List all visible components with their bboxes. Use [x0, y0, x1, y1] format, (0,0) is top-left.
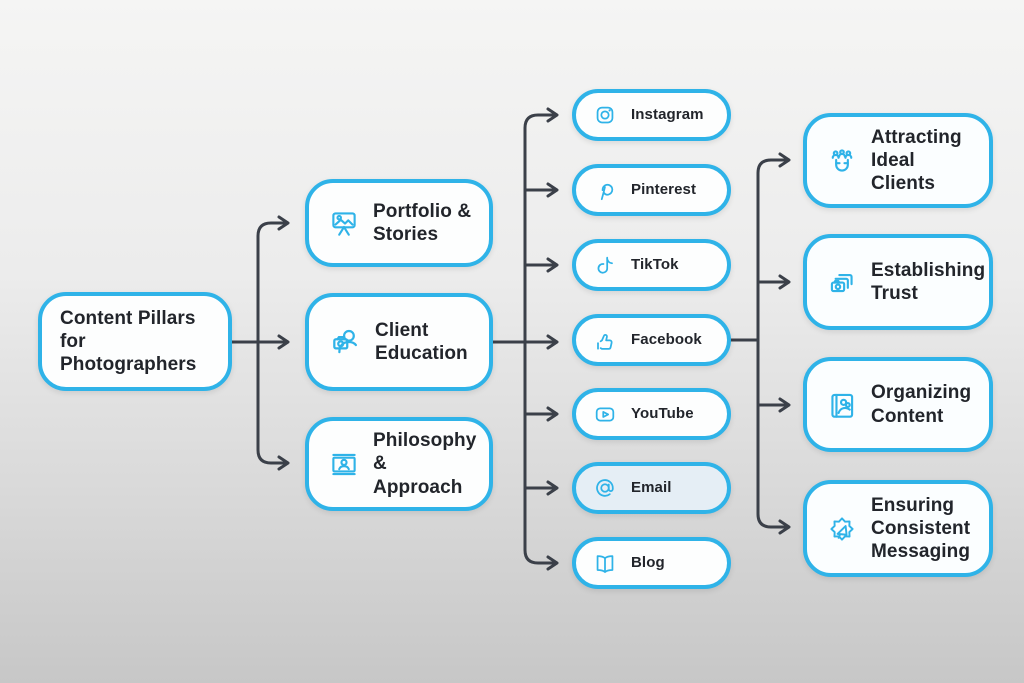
photographer-person-icon — [327, 324, 363, 360]
node-label: Organizing Content — [871, 382, 972, 427]
megaphone-badge-icon — [825, 512, 859, 546]
edge-to-instagram — [523, 107, 559, 344]
node-label: Pinterest — [631, 180, 697, 198]
youtube-play-icon — [591, 400, 619, 428]
node-establishing-trust: Establishing Trust — [803, 234, 993, 330]
node-label: Email — [631, 478, 672, 496]
node-philosophy-approach: Philosophy & Approach — [305, 417, 493, 511]
stacked-cameras-icon — [825, 265, 859, 299]
node-label: Ensuring Consistent Messaging — [871, 494, 971, 563]
edge-root-philosophy — [256, 340, 290, 471]
node-label: TikTok — [631, 255, 679, 273]
node-label: Facebook — [631, 330, 702, 348]
node-pinterest: Pinterest — [572, 164, 731, 216]
node-content-pillars: Content Pillars for Photographers — [38, 292, 232, 391]
node-label: Client Education — [375, 319, 468, 364]
node-ensuring-consistent-messaging: Ensuring Consistent Messaging — [803, 480, 993, 577]
node-blog: Blog — [572, 537, 731, 589]
node-attracting-ideal-clients: Attracting Ideal Clients — [803, 113, 993, 208]
node-instagram: Instagram — [572, 89, 731, 141]
node-label: Philosophy & Approach — [373, 430, 477, 498]
edge-root-portfolio — [256, 215, 290, 344]
node-portfolio-stories: Portfolio & Stories — [305, 179, 493, 267]
node-label: YouTube — [631, 404, 694, 422]
id-card-icon — [327, 447, 361, 481]
thumbs-up-icon — [591, 326, 619, 354]
at-sign-icon — [591, 474, 619, 502]
node-youtube: YouTube — [572, 388, 731, 440]
node-label: Attracting Ideal Clients — [871, 126, 962, 195]
tiktok-icon — [591, 251, 619, 279]
node-label: Blog — [631, 553, 665, 571]
edge-to-blog — [523, 340, 559, 571]
node-label: Portfolio & Stories — [373, 200, 472, 245]
node-label: Establishing Trust — [871, 259, 986, 304]
node-organizing-content: Organizing Content — [803, 357, 993, 452]
magnet-people-icon — [825, 144, 859, 178]
instagram-icon — [591, 101, 619, 129]
node-tiktok: TikTok — [572, 239, 731, 291]
pinterest-icon — [591, 176, 619, 204]
node-email: Email — [572, 462, 731, 514]
open-book-icon — [591, 549, 619, 577]
edge-to-attracting — [756, 152, 791, 342]
node-client-education: Client Education — [305, 293, 493, 391]
node-facebook: Facebook — [572, 314, 731, 366]
node-label: Instagram — [631, 105, 704, 123]
node-label: Content Pillars for Photographers — [60, 307, 197, 376]
edge-to-messaging — [756, 338, 791, 535]
photo-album-icon — [825, 388, 859, 422]
easel-picture-icon — [327, 206, 361, 240]
